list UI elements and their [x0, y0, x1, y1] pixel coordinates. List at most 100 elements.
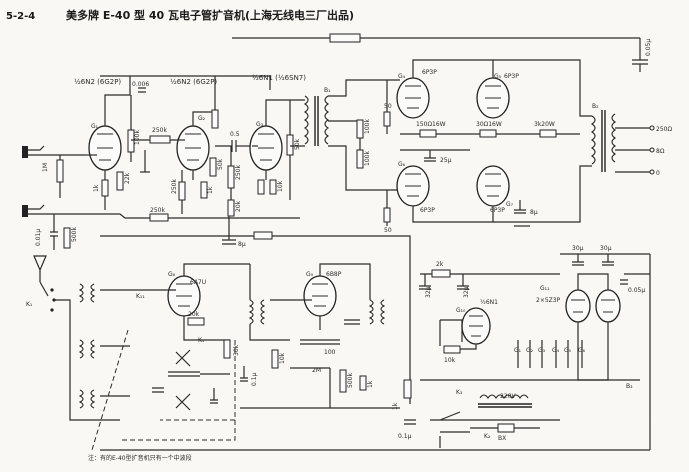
label-r-30k: 30k — [233, 344, 240, 356]
tube-g5-label: G₅ — [494, 73, 502, 80]
heater-label-g1: G₁ — [514, 347, 522, 354]
label-r-1m: 1M — [42, 163, 49, 172]
label-k11: K₁₁ — [136, 293, 145, 300]
label-r-500k-b: 500k — [347, 373, 354, 388]
antenna-icon — [33, 255, 47, 282]
heater-label-g2: G₂ — [526, 347, 534, 354]
resistor-22k — [116, 171, 124, 191]
resistor-50k-a — [209, 157, 217, 177]
label-tap-0: 0 — [656, 170, 660, 177]
label-r-20k-a: 20k — [235, 200, 242, 212]
resistor-20k-b — [187, 317, 205, 326]
if-transformer-2 — [368, 299, 386, 325]
resistor-10k-c — [443, 345, 461, 354]
transformer-b1: B₁ — [304, 87, 331, 146]
tube-g6-label: G₆ — [398, 161, 406, 168]
label-r-50-a: 50 — [384, 103, 392, 110]
label-k2: K₂ — [484, 433, 491, 440]
label-r-100k-a: 100k — [134, 130, 141, 145]
label-r-100k-b: 100k — [364, 119, 371, 134]
label-c-100: 100 — [324, 349, 336, 356]
resistor-v3-cathode — [257, 179, 265, 195]
tube-g2-label: G₂ — [198, 115, 206, 122]
label-c-8u-b: 8μ — [530, 209, 538, 216]
top-supply-rail: 0.05μ — [100, 33, 652, 90]
resistor-50k-c — [253, 231, 273, 240]
label-c-30u-b: 30μ — [600, 245, 612, 252]
label-r-10k-c: 10k — [444, 357, 456, 364]
transformer-b2: B₂ — [591, 103, 616, 172]
resistor-250k-c — [227, 165, 235, 189]
label-r-250k-d: 250k — [150, 207, 165, 214]
heater-label-g3: G₃ — [538, 347, 546, 354]
heater-label-g4: G₄ — [552, 347, 560, 354]
resistor-3k-20w — [539, 129, 557, 138]
tube-g2-type: ½6N2 (6G2P) — [170, 78, 217, 86]
label-r-250k-c: 250k — [235, 165, 242, 180]
label-r-50k-b: 50k — [294, 138, 301, 150]
label-r-30-16w: 30Ω16W — [476, 121, 502, 128]
label-r-10k-a: 10k — [277, 180, 284, 192]
if-transformer-1 — [248, 299, 266, 325]
fuse — [497, 423, 515, 433]
resistor-1m — [56, 159, 64, 183]
label-c-25u: 25μ — [440, 157, 452, 164]
tube-g10-type: ½6N1 — [480, 299, 498, 306]
resistor-30-16w — [479, 129, 497, 138]
label-r-10k-b: 10k — [279, 352, 286, 364]
label-c-8u-a: 8μ — [238, 241, 246, 248]
tube-g6-type: 6P3P — [420, 207, 435, 214]
tube-g10-label: G₁₀ — [456, 307, 466, 314]
tube-g5-type: 6P3P — [504, 73, 519, 80]
label-r-1k-b: 1k — [207, 186, 214, 194]
tube-g1-label: G₁ — [91, 123, 99, 130]
label-c-30u-a: 30μ — [572, 245, 584, 252]
resistor-10k-b — [271, 349, 279, 369]
heater-label-g5: G₅ — [564, 347, 572, 354]
label-r-50k-a: 50k — [217, 158, 224, 170]
tube-g7: G₇ — [476, 165, 514, 208]
label-r-1k-ps: 1k — [392, 402, 399, 410]
tube-g9-label: G₉ — [306, 271, 314, 278]
resistor-2k — [431, 269, 451, 278]
power-transformer — [478, 394, 532, 408]
label-tap-8: 8Ω — [656, 148, 665, 155]
tube-g7-type: 6P3P — [490, 207, 505, 214]
tube-g4-label: G₄ — [398, 73, 406, 80]
label-c-32u-b: 32μ — [463, 286, 470, 298]
resistor-50-a — [383, 111, 391, 127]
label-b3: B₃ — [626, 383, 633, 390]
label-b2: B₂ — [592, 103, 599, 110]
input-jack-2 — [22, 204, 140, 219]
tube-g1: G₁ — [88, 123, 122, 171]
label-r-20k-b: 20k — [188, 311, 200, 318]
label-r-2k: 2k — [436, 261, 444, 268]
tube-g3-label: G₃ — [256, 121, 264, 128]
label-mains: 220V — [500, 393, 516, 400]
tube-g9-type: 6B8P — [326, 271, 342, 278]
label-b1: B₁ — [324, 87, 331, 94]
rf-coil-1 — [78, 283, 96, 303]
tube-g3-type: ½6N1 (½6SN7) — [252, 74, 306, 82]
label-r-250k-b: 250k — [171, 179, 178, 194]
resistor-1k-a — [101, 179, 109, 197]
tube-g8-label: G₈ — [168, 271, 176, 278]
label-k1-2: K₁ — [198, 337, 205, 344]
tube-g1-type: ½6N2 (6G2P) — [74, 78, 121, 86]
label-r-2m: 2M — [312, 367, 321, 374]
tube-g10: G₁₀ — [456, 307, 491, 345]
tube-g11b — [595, 289, 621, 323]
resistor-250k-d — [149, 213, 169, 222]
label-c-0-5: 0.5 — [230, 131, 240, 138]
resistor-1k-b — [200, 181, 208, 199]
rail-dropping-resistor — [329, 33, 361, 43]
heater-taps: G₁ G₂ G₃ G₄ G₅ G₆ — [514, 340, 586, 368]
resistor-20k-a — [227, 199, 235, 217]
tube-g4: G₄ — [396, 73, 430, 119]
label-r-3k-20w: 3k20W — [534, 121, 555, 128]
label-r-1k-a: 1k — [93, 184, 100, 192]
heater-label-g6: G₆ — [578, 347, 586, 354]
label-r-250k-a: 250k — [152, 127, 167, 134]
tube-g8: G₈ — [167, 271, 201, 317]
resistor-ps-bleeder — [403, 379, 412, 399]
